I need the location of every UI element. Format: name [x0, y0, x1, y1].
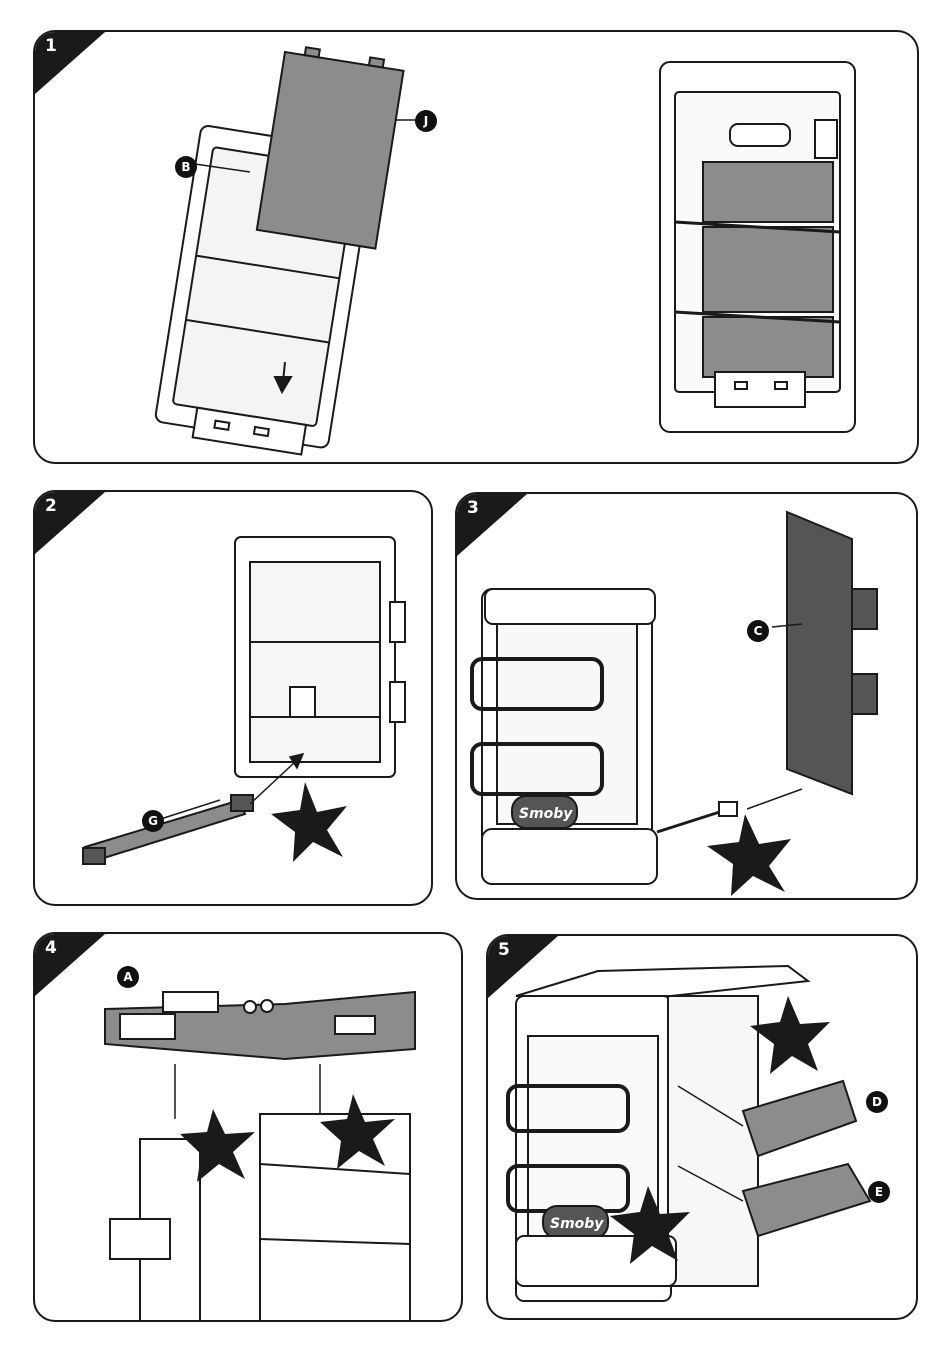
step-5-illustration: Smoby [488, 936, 918, 1320]
shelf-d [743, 1081, 856, 1156]
frame-side-view [235, 537, 405, 777]
star-icon [707, 814, 791, 896]
step-1-panel: 1 [33, 30, 919, 464]
assembled-frame [660, 62, 855, 432]
callout-g: G [142, 810, 164, 832]
step-5-panel: 5 Smoby D E [486, 934, 918, 1320]
step-4-illustration [35, 934, 463, 1322]
step-4-panel: 4 A [33, 932, 463, 1322]
top-tray-a [105, 992, 415, 1059]
step-2-panel: 2 G [33, 490, 433, 906]
callout-a: A [117, 966, 139, 988]
star-icon [750, 996, 830, 1074]
panel-j [257, 44, 405, 248]
unit-front [472, 589, 657, 884]
callout-d: D [866, 1091, 888, 1113]
crossbar-g [83, 795, 253, 864]
callout-j: J [415, 110, 437, 132]
step-3-illustration: Smoby [457, 494, 918, 900]
brand-label: Smoby [519, 806, 573, 822]
callout-c: C [747, 620, 769, 642]
step-1-illustration [35, 32, 919, 464]
brand-label-5: Smoby [550, 1216, 604, 1232]
callout-e: E [868, 1181, 890, 1203]
side-panel-c [787, 512, 877, 794]
star-icon [271, 782, 347, 862]
step-3-panel: 3 Smoby C [455, 492, 918, 900]
callout-b: B [175, 156, 197, 178]
step-2-illustration [35, 492, 433, 906]
shelf-e [743, 1164, 870, 1236]
